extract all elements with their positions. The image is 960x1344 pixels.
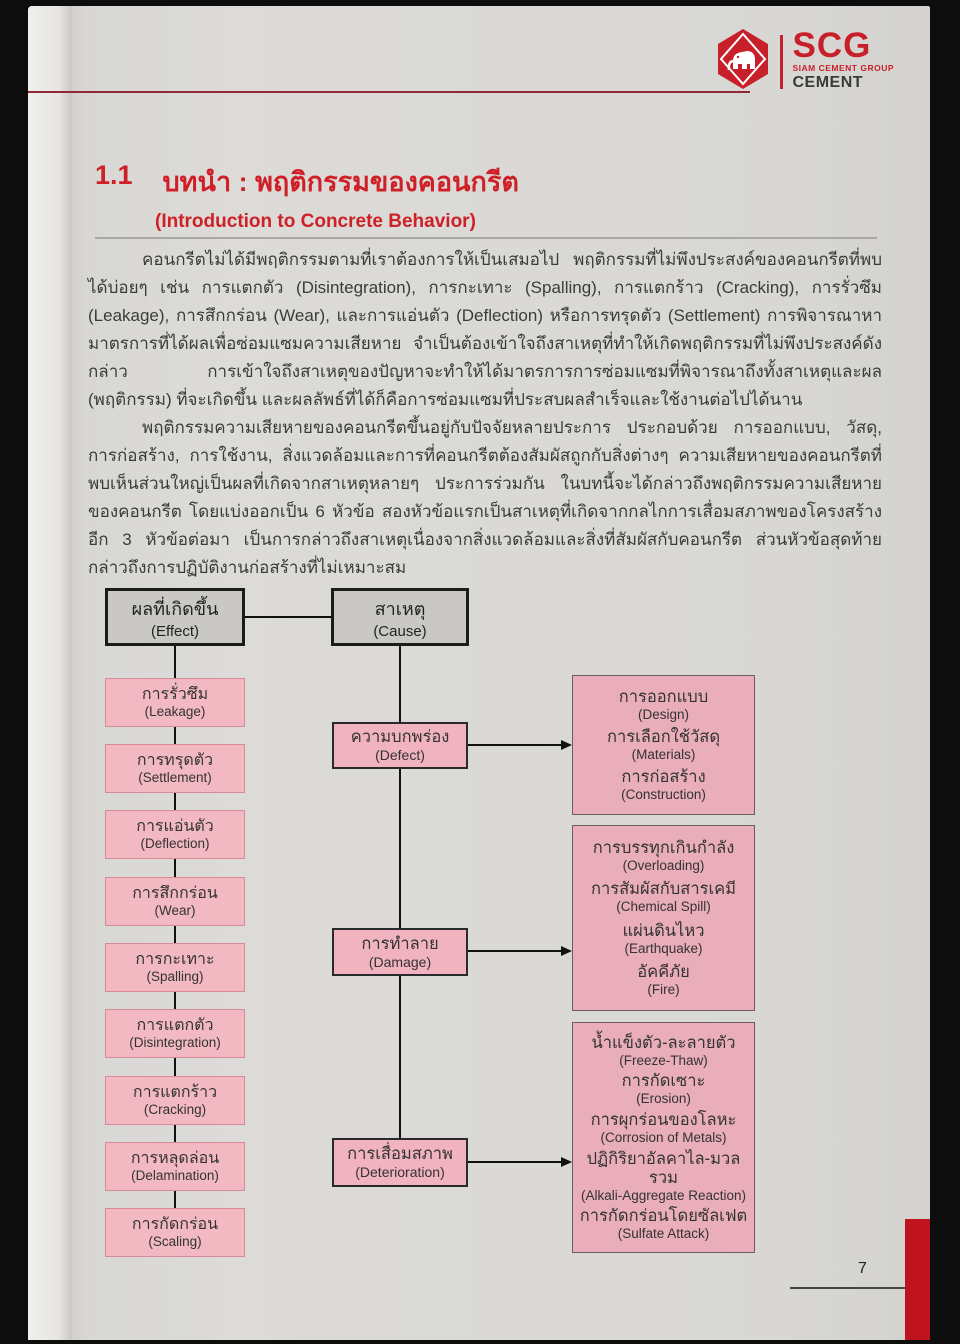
effect-item-deflection: การแอ่นตัว (Deflection): [105, 810, 245, 859]
logo-brand-text: SCG: [792, 26, 872, 65]
logo-divider: [780, 34, 784, 89]
effect-item-settlement: การทรุดตัว (Settlement): [105, 744, 245, 793]
effect-item-delamination: การหลุดล่อน (Delamination): [105, 1142, 245, 1191]
connector-effect-column: [174, 646, 176, 1209]
effect-item-leakage: การรั่วซึม (Leakage): [105, 678, 245, 727]
section-heading: 1.1 บทนำ : พฤติกรรมของคอนกรีต (Introduct…: [95, 160, 519, 233]
logo-division-text: CEMENT: [792, 74, 864, 91]
connector-cause-column: [399, 646, 401, 1139]
header-rule: [28, 91, 750, 93]
section-title-english: (Introduction to Concrete Behavior): [155, 211, 476, 232]
cause-header-box: สาเหตุ (Cause): [331, 588, 469, 646]
body-text: คอนกรีตไม่ได้มีพฤติกรรมตามที่เราต้องการใ…: [88, 246, 882, 582]
effect-header-english: (Effect): [150, 623, 200, 640]
cause-header-english: (Cause): [373, 623, 427, 640]
detail-box-deterioration: น้ำแข็งตัว-ละลายตัว(Freeze-Thaw) การกัดเ…: [572, 1022, 755, 1253]
effect-header-thai: ผลที่เกิดขึ้น: [131, 599, 219, 619]
effect-item-scaling: การกัดกร่อน (Scaling): [105, 1208, 245, 1257]
arrow-defect-to-details: [468, 740, 572, 750]
paragraph-1: คอนกรีตไม่ได้มีพฤติกรรมตามที่เราต้องการใ…: [88, 250, 882, 409]
arrow-deterioration-to-details: [468, 1157, 572, 1167]
effect-item-spalling: การกะเทาะ (Spalling): [105, 943, 245, 992]
cause-item-defect: ความบกพร่อง (Defect): [332, 722, 468, 769]
scg-logo: SCG SIAM CEMENT GROUP CEMENT: [715, 28, 894, 95]
chapter-tab: [905, 1219, 930, 1340]
effect-header-box: ผลที่เกิดขึ้น (Effect): [105, 588, 245, 646]
scg-elephant-hexagon-icon: [715, 28, 771, 95]
book-binding-edge: [28, 6, 72, 1340]
footer-rule: [790, 1287, 906, 1289]
section-title-thai: บทนำ : พฤติกรรมของคอนกรีต: [162, 167, 519, 197]
book-page: SCG SIAM CEMENT GROUP CEMENT 1.1 บทนำ : …: [28, 6, 930, 1340]
detail-box-defect: การออกแบบ(Design) การเลือกใช้วัสดุ(Mater…: [572, 675, 755, 815]
cause-item-deterioration: การเสื่อมสภาพ (Deterioration): [332, 1138, 468, 1187]
effect-item-wear: การสึกกร่อน (Wear): [105, 877, 245, 926]
section-number: 1.1: [95, 160, 133, 190]
page-number: 7: [858, 1260, 867, 1277]
arrow-damage-to-details: [468, 946, 572, 956]
connector-effect-cause: [245, 616, 332, 618]
effect-item-cracking: การแตกร้าว (Cracking): [105, 1076, 245, 1125]
effect-item-disintegration: การแตกตัว (Disintegration): [105, 1009, 245, 1058]
heading-divider: [95, 237, 877, 239]
detail-box-damage: การบรรทุกเกินกำลัง(Overloading) การสัมผั…: [572, 825, 755, 1011]
paragraph-2: พฤติกรรมความเสียหายของคอนกรีตขึ้นอยู่กับ…: [88, 418, 882, 577]
logo-group-text: SIAM CEMENT GROUP: [792, 63, 894, 73]
cause-header-thai: สาเหตุ: [374, 599, 426, 619]
cause-item-damage: การทำลาย (Damage): [332, 928, 468, 976]
